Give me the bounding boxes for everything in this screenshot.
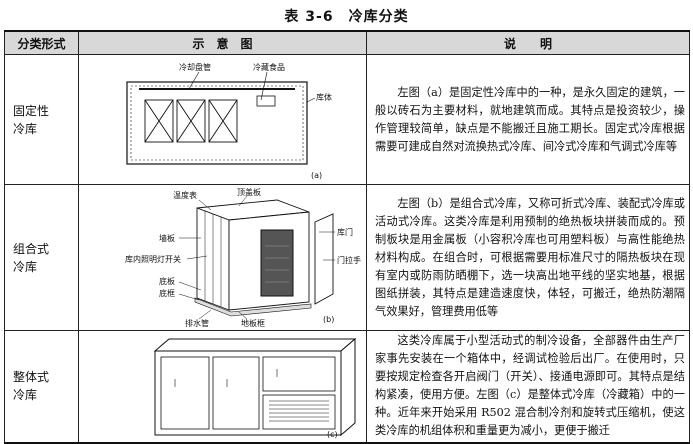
label-top-panel: 顶盖板: [237, 187, 261, 197]
category-cell: 整体式 冷库: [4, 330, 79, 444]
header-diagram: 示 意 图: [78, 30, 367, 55]
figure-a-fixed-cold-storage: 冷却盘管 冷藏食品 库体 (a): [126, 62, 332, 180]
category-line2: 冷库: [13, 259, 38, 274]
table-row-fixed: 固定性 冷库: [4, 54, 690, 185]
label-floor-panel: 底板: [159, 276, 175, 286]
table-header-row: 分类形式 示 意 图 说 明: [4, 30, 690, 55]
figure-tag-b: (b): [323, 315, 334, 324]
figure-tag-c: (c): [327, 430, 338, 439]
label-cooling-coil: 冷却盘管: [179, 62, 211, 72]
header-category: 分类形式: [4, 30, 79, 55]
label-frozen-food: 冷藏食品: [253, 62, 285, 72]
header-description: 说 明: [366, 30, 690, 55]
label-bottom-frame: 底框: [159, 288, 175, 298]
description-cell: 左图（a）是固定性冷库中的一种，是永久固定的建筑，一般以砖石为主要材料，就地建筑…: [366, 54, 690, 185]
figure-b-assembled-cold-storage: 温度表 顶盖板 墙板 库门 库内照明灯开关 门拉手 底板 底框 排水管 地板框 …: [125, 187, 361, 328]
label-light-switch: 库内照明灯开关: [125, 254, 181, 264]
category-line1: 组合式: [13, 241, 50, 256]
category-line2: 冷库: [13, 121, 38, 136]
label-storage-body: 库体: [316, 92, 332, 102]
figure-cell-b: 温度表 顶盖板 墙板 库门 库内照明灯开关 门拉手 底板 底框 排水管 地板框 …: [78, 184, 367, 331]
label-floor-frame: 地板框: [241, 318, 265, 328]
label-door: 库门: [337, 227, 353, 237]
figure-tag-a: (a): [311, 171, 322, 180]
figure-cell-c: (c): [78, 330, 367, 444]
figure-c-integral-cold-storage: (c): [153, 338, 357, 439]
label-drain-pipe: 排水管: [185, 318, 209, 328]
label-door-handle: 门拉手: [337, 255, 361, 265]
cold-storage-classification-table: 分类形式 示 意 图 说 明 固定性 冷库: [4, 30, 690, 444]
figure-cell-a: 冷却盘管 冷藏食品 库体 (a): [78, 54, 367, 185]
category-line1: 固定性: [13, 103, 50, 118]
table-row-integral: 整体式 冷库: [4, 330, 690, 444]
category-line2: 冷库: [13, 388, 38, 403]
category-line1: 整体式: [13, 370, 50, 385]
table-title: 表 3-6 冷库分类: [284, 9, 409, 25]
label-thermometer: 温度表: [173, 190, 197, 200]
description-cell: 左图（b）是组合式冷库，又称可折式冷库、装配式冷库或活动式冷库。这类冷库是利用预…: [366, 184, 690, 331]
table-row-assembled: 组合式 冷库: [4, 184, 690, 331]
category-cell: 固定性 冷库: [4, 54, 79, 185]
description-cell: 这类冷库属于小型活动式的制冷设备，全部器件由生产厂家事先安装在一个箱体中，经调试…: [366, 330, 690, 444]
label-wall-panel: 墙板: [159, 233, 175, 243]
category-cell: 组合式 冷库: [4, 184, 79, 331]
